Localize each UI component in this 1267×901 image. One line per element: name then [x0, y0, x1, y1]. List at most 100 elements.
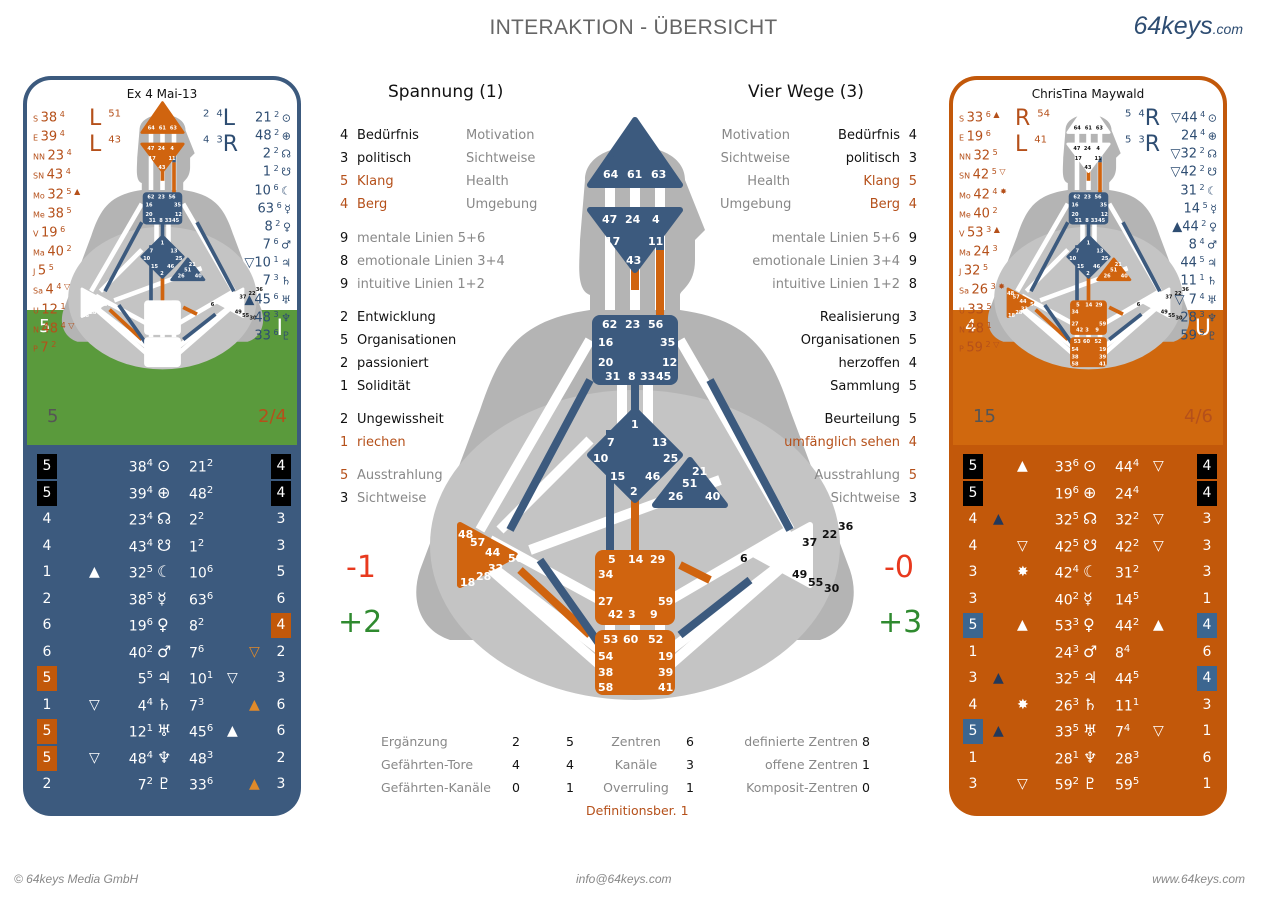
design-planet: SN 42 5 ▽	[959, 165, 1007, 184]
personality-planet: ▽10 1 ♃	[244, 253, 291, 271]
gate: 28	[967, 321, 985, 337]
band-left-value: 5	[39, 316, 51, 337]
right-value: 2	[276, 643, 286, 660]
gate-label: 6	[1137, 302, 1141, 308]
planet-symbol-icon: ♄	[157, 694, 172, 714]
line: 5	[63, 205, 72, 215]
brand-logo[interactable]: 64keys.com	[1133, 12, 1243, 41]
gate-label: 26	[178, 273, 186, 279]
email-link[interactable]: info@64keys.com	[576, 872, 672, 886]
gate-label: 36	[256, 287, 264, 293]
gate-label: 4	[170, 146, 174, 152]
design-planet: P 7 2	[33, 338, 80, 357]
gate-label: 36	[838, 520, 854, 533]
gate: 7	[40, 340, 49, 356]
design-planet: SN 43 4	[33, 165, 80, 184]
gate-label: 12	[662, 356, 677, 369]
planet-label: Mo	[33, 191, 48, 201]
gate-label: 47	[602, 213, 617, 226]
planet-symbol-icon: ☿	[284, 202, 291, 216]
gate-label: 49	[792, 568, 807, 581]
planet-symbol-icon: ☋	[1083, 535, 1098, 555]
gate-label: 43	[158, 165, 166, 171]
planet-symbol-icon: ♅	[1207, 293, 1217, 307]
way-category: Sichtweise	[720, 151, 790, 166]
gate-label: 9	[1095, 328, 1099, 334]
design-planet: N 28 1	[959, 319, 1007, 338]
line: 2	[271, 128, 282, 138]
personality-gate: 456	[189, 723, 214, 741]
gate: 44	[1180, 255, 1197, 271]
marker-icon: ▽	[249, 643, 260, 660]
planet-label: Me	[959, 210, 974, 220]
profile: 4/6	[1184, 406, 1213, 427]
gate-label: 30	[249, 316, 257, 322]
line: 5 ▲	[63, 186, 81, 196]
item-number: 1	[340, 435, 349, 450]
personality-planet: ▽32 2 ☊	[1170, 144, 1217, 162]
gate-label: 59	[173, 322, 181, 328]
planet-label: N	[33, 325, 42, 335]
right-minus-score: -0	[884, 550, 914, 585]
planet-symbol-icon: ♆	[1083, 747, 1098, 767]
line: 4	[63, 167, 71, 177]
gate-label: 39	[658, 666, 673, 679]
website-link[interactable]: www.64keys.com	[1152, 872, 1245, 886]
item-number: 9	[908, 254, 917, 269]
way-number: 3	[908, 151, 917, 166]
way-number: 4	[908, 128, 917, 143]
planet-label: Ma	[959, 248, 974, 258]
planet-symbol-icon: ⊕	[281, 129, 291, 143]
line: 5 ▽	[989, 167, 1006, 177]
gate: 32	[973, 148, 991, 164]
line: 6	[274, 200, 285, 210]
way-category: Health	[466, 174, 509, 189]
gate-label: 40	[1121, 273, 1129, 279]
channel	[1015, 202, 1070, 293]
left-value: 3	[968, 776, 978, 792]
item-label: Ausstrahlung	[814, 468, 900, 483]
design-planet: Me 38 5	[33, 204, 80, 223]
gate-label: 19	[173, 347, 181, 353]
personality-planet: ▽42 2 ☋	[1170, 162, 1217, 180]
gate-label: 51	[184, 267, 192, 273]
item-label: emotionale Linien 3+4	[752, 254, 900, 269]
stat-value: 8	[862, 734, 870, 749]
gate-label: 2	[630, 485, 638, 498]
gate-label: 11	[168, 156, 176, 162]
left-value: 5	[963, 613, 983, 638]
design-gate: 263	[1054, 696, 1079, 715]
personality-gate: 101	[189, 670, 214, 688]
item-label: emotionale Linien 3+4	[357, 254, 505, 269]
planet-symbol-icon: ♀	[282, 220, 291, 234]
marker-icon: ▲	[993, 723, 1004, 739]
item-number: 5	[908, 333, 917, 348]
planet-label: S	[33, 114, 41, 124]
gate-label: 24	[625, 213, 641, 226]
active-channel	[1108, 305, 1124, 316]
channel	[475, 337, 595, 533]
ajna-center	[1066, 142, 1111, 173]
right-value: 3	[276, 670, 286, 686]
table-row: 4▲325☊322▽3	[953, 507, 1223, 534]
variable-bottom-right: 4 3R	[203, 132, 239, 157]
gate-label: 30	[1175, 316, 1183, 322]
gate: 48	[41, 321, 59, 337]
item-label: Sichtweise	[830, 491, 900, 506]
gate-label: 37	[802, 536, 817, 549]
personality-gate: 444	[1115, 458, 1140, 476]
personality-gate: 73	[189, 696, 205, 715]
left-value: 5	[37, 719, 57, 744]
gate-label: 1	[631, 418, 639, 431]
way-category: Umgebung	[720, 197, 792, 212]
design-planet: Ma 40 2	[33, 242, 80, 261]
throat-center	[142, 192, 183, 225]
